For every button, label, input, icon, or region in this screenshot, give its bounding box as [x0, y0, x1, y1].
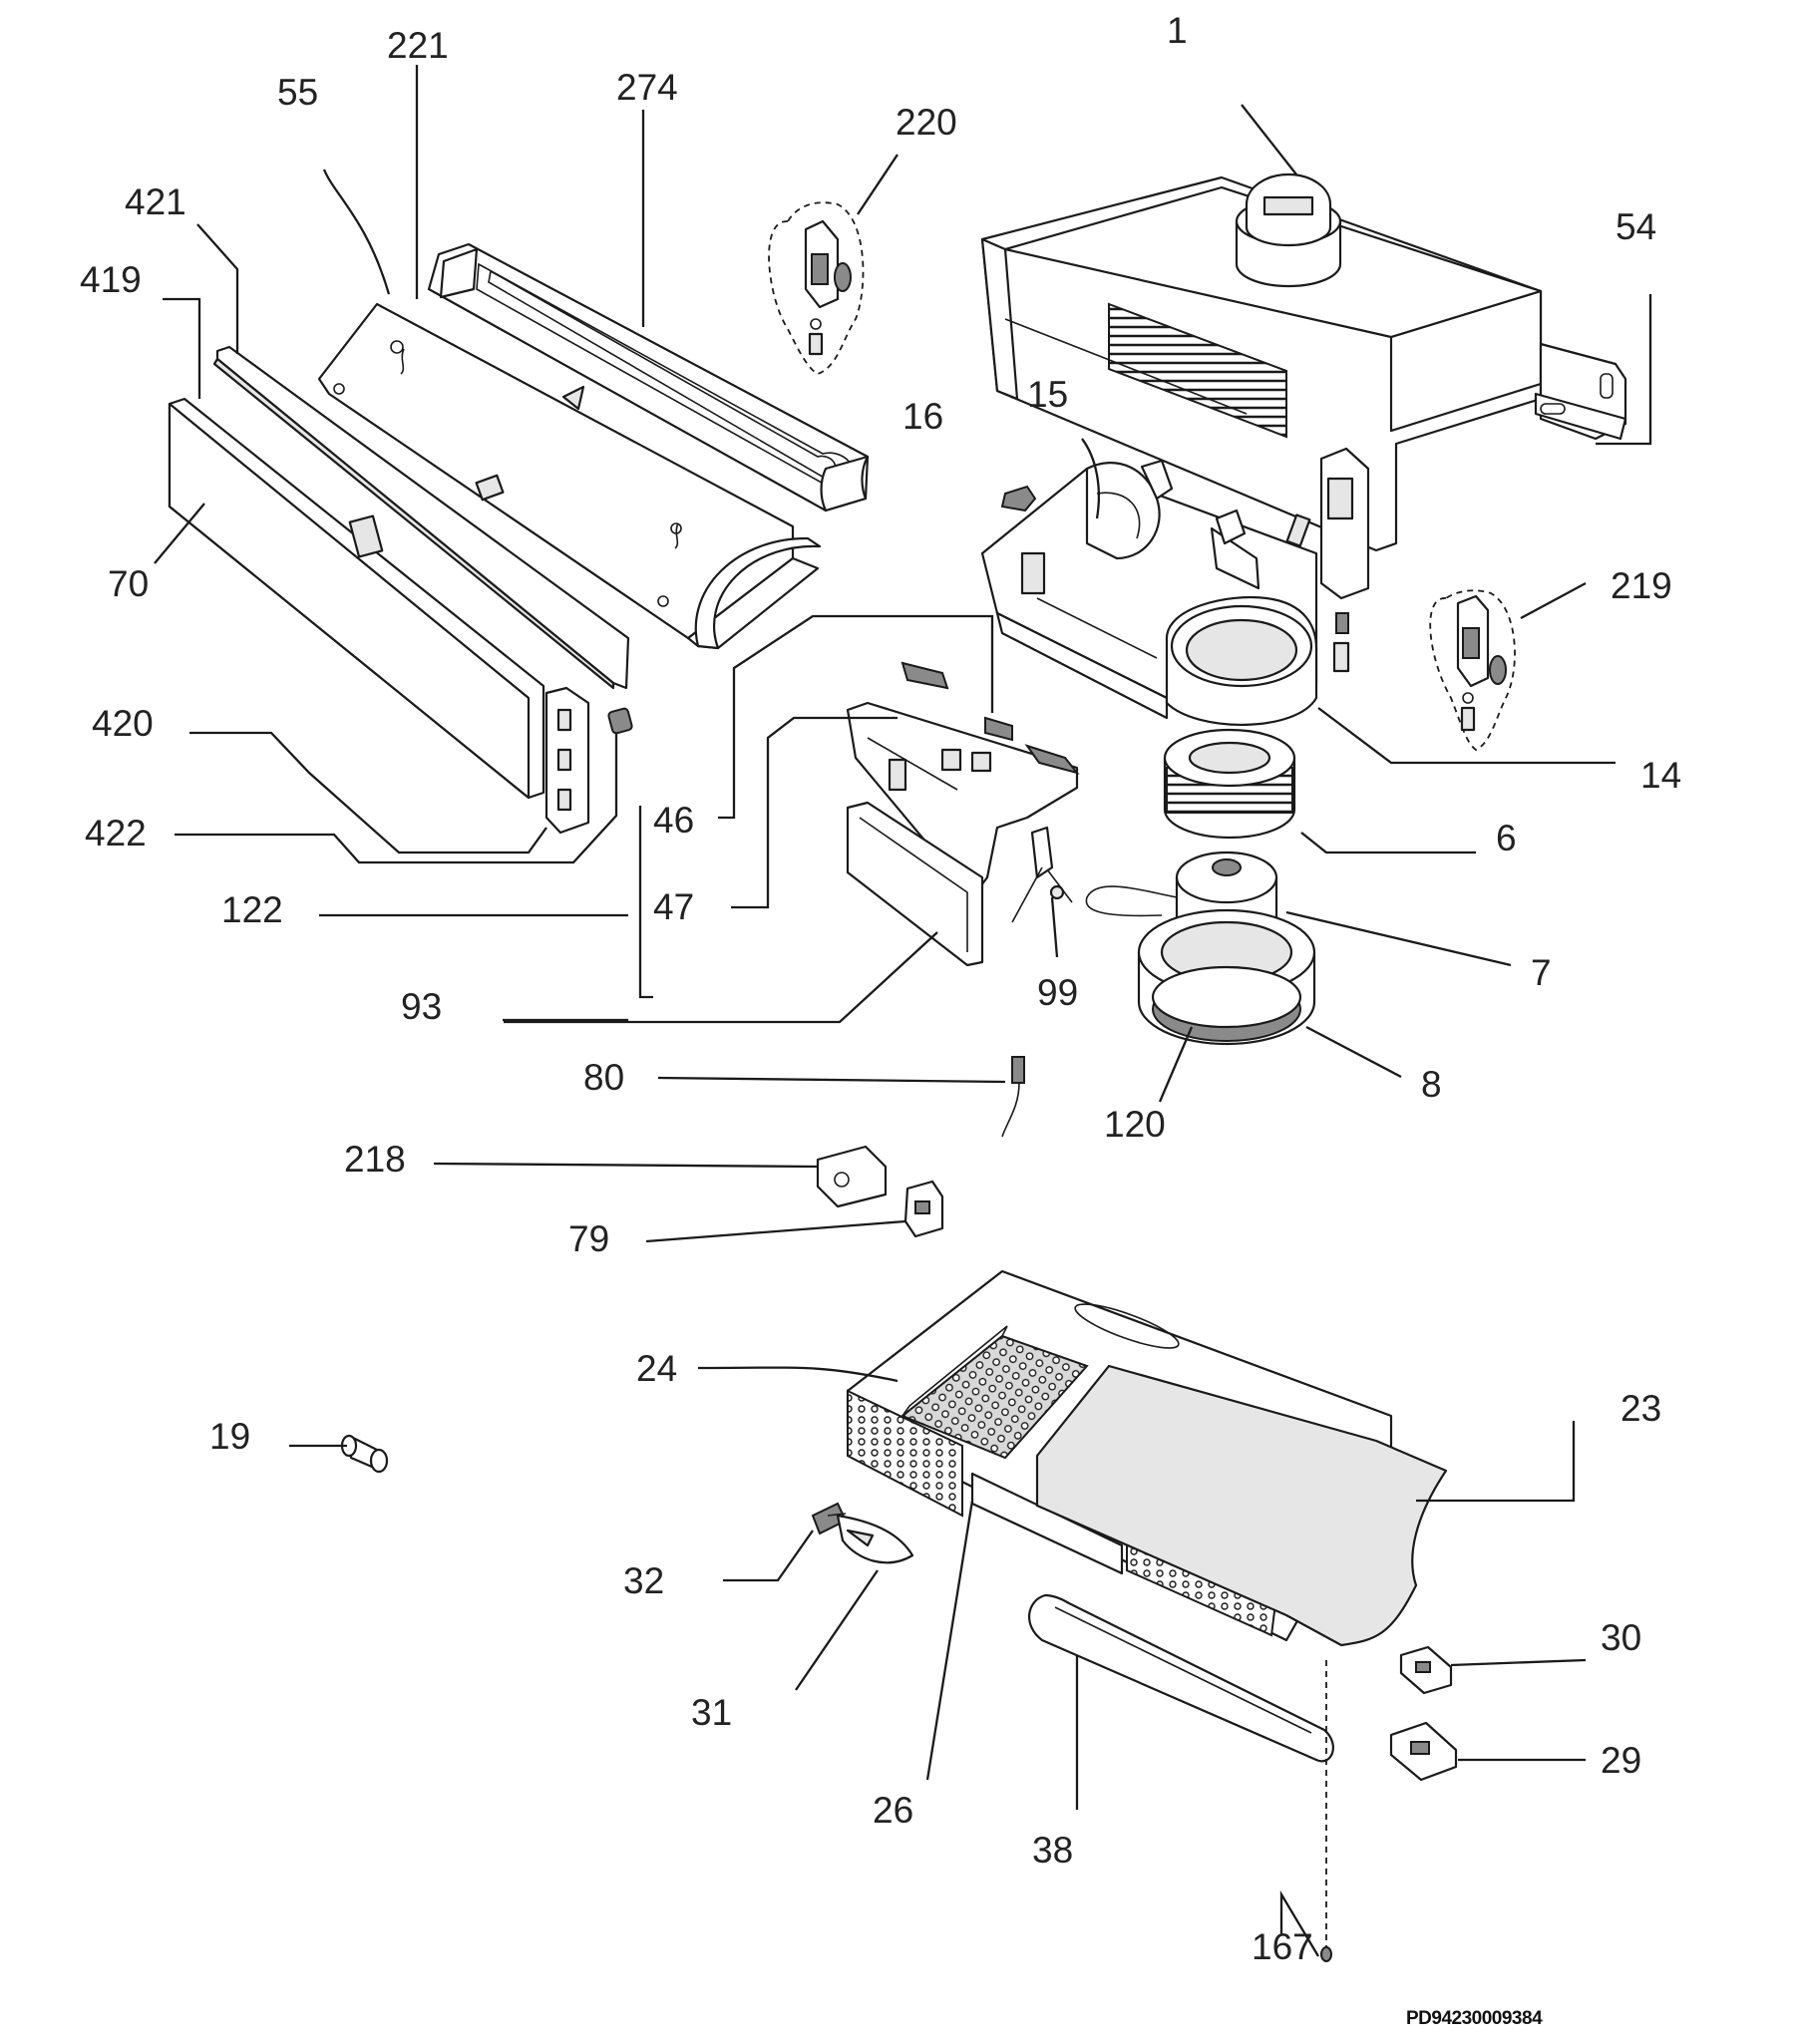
callout-19: 19 [209, 1416, 250, 1457]
part-38-handle [1028, 1593, 1334, 1763]
part-1-hood-housing [980, 172, 1627, 600]
callout-23: 23 [1620, 1388, 1661, 1429]
leader-lines [154, 65, 1652, 1957]
casing-side-fitting [1332, 612, 1350, 673]
callout-46: 46 [653, 800, 694, 841]
part-218-bracket [816, 1145, 888, 1208]
part-70-front-panel [168, 397, 545, 800]
callout-422: 422 [85, 813, 147, 853]
callout-274: 274 [616, 67, 678, 108]
part-93-control-housing [846, 801, 984, 967]
part-167-screw [1320, 1660, 1332, 1962]
callout-16: 16 [902, 396, 943, 437]
part-19-cylinder [340, 1434, 389, 1474]
callout-122: 122 [221, 889, 283, 930]
callout-120: 120 [1104, 1104, 1166, 1145]
callout-15: 15 [1027, 374, 1068, 415]
callout-labels: 1 221 274 55 220 421 419 54 15 16 70 219… [80, 10, 1681, 2029]
callout-420: 420 [92, 703, 154, 744]
part-23-filter-sheet [1035, 1364, 1448, 1647]
part-422-knob [607, 707, 633, 735]
part-421-trim-strip [212, 345, 630, 690]
part-220-lamp-holder [768, 201, 865, 375]
callout-80: 80 [583, 1057, 624, 1098]
callout-419: 419 [80, 259, 142, 300]
callout-167: 167 [1252, 1926, 1313, 1967]
callout-1: 1 [1167, 10, 1188, 51]
callout-93: 93 [401, 986, 442, 1027]
callout-26: 26 [873, 1790, 913, 1831]
part-16-clip [1000, 485, 1037, 512]
part-221-control-support [317, 302, 822, 650]
part-30-clip [1399, 1645, 1453, 1695]
part-29-clip [1389, 1721, 1458, 1782]
part-47-control-bracket [846, 701, 1080, 899]
callout-220: 220 [896, 102, 957, 143]
callout-219: 219 [1611, 565, 1672, 606]
part-31-lamp-cover [836, 1514, 914, 1564]
part-46-switch-block [900, 661, 1013, 742]
callout-421: 421 [125, 181, 186, 222]
part-99-micro-switch [1011, 826, 1073, 923]
part-6-fan-impeller [1163, 728, 1296, 840]
part-79-switch [903, 1180, 944, 1238]
part-120-motor-base [1151, 965, 1302, 1042]
callout-7: 7 [1531, 952, 1552, 993]
callout-30: 30 [1601, 1617, 1641, 1658]
callout-55: 55 [277, 72, 318, 113]
part-420-end-cap [544, 686, 590, 835]
callout-218: 218 [344, 1139, 406, 1180]
part-80-cable [1001, 1056, 1025, 1138]
callout-99: 99 [1037, 972, 1078, 1013]
callout-221: 221 [387, 25, 449, 66]
callout-31: 31 [691, 1692, 732, 1733]
callout-38: 38 [1032, 1830, 1073, 1871]
callout-14: 14 [1640, 755, 1681, 796]
callout-6: 6 [1496, 818, 1517, 858]
part-24-grease-filter [900, 1325, 1089, 1460]
part-54-mounting-bracket [1534, 342, 1627, 441]
callout-79: 79 [568, 1218, 609, 1259]
callout-47: 47 [653, 886, 694, 927]
part-274-top-rail [427, 242, 870, 512]
part-219-lamp-holder [1429, 589, 1516, 752]
callout-8: 8 [1421, 1064, 1442, 1105]
callout-54: 54 [1616, 206, 1656, 247]
callout-70: 70 [108, 563, 149, 604]
callout-29: 29 [1601, 1740, 1641, 1781]
callout-32: 32 [623, 1560, 664, 1601]
part-14-fan-casing [980, 459, 1318, 726]
exhaust-outlet [1235, 172, 1342, 288]
callout-24: 24 [636, 1348, 677, 1389]
drawing-code: PD94230009384 [1406, 2008, 1543, 2029]
